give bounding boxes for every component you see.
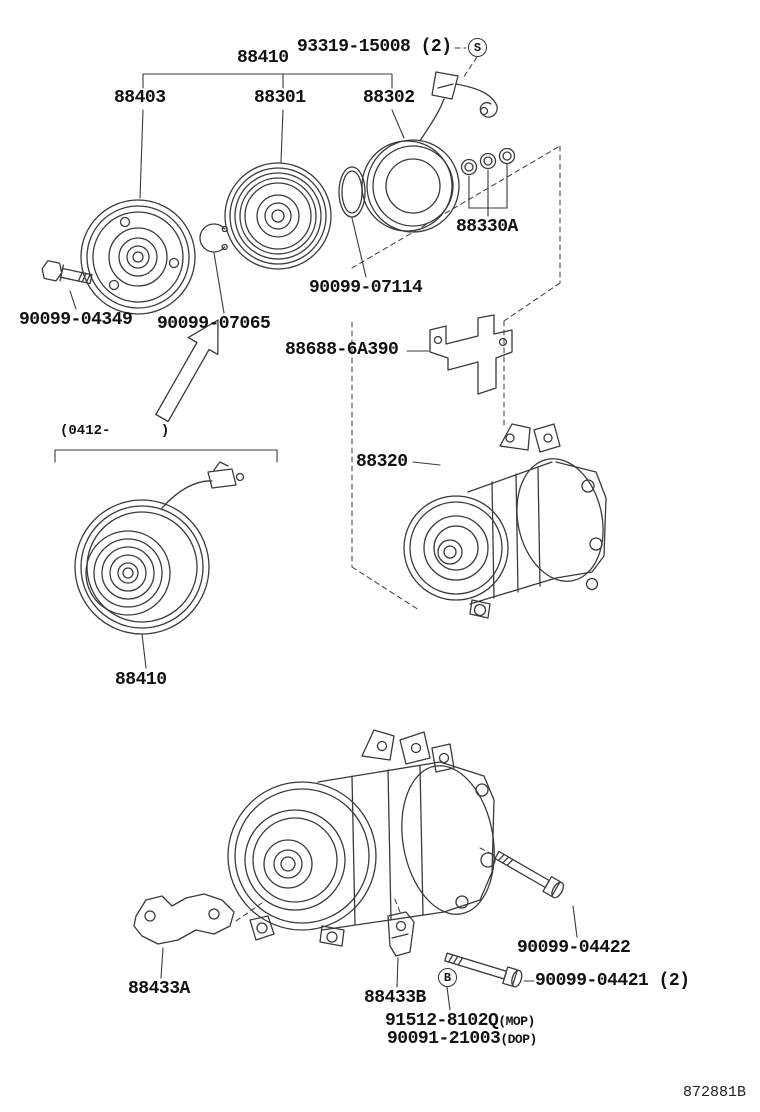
leader-lines [69, 109, 578, 1011]
part-label-88433A: 88433A [128, 979, 190, 999]
part-label-91512-8102Q: 91512-8102Q(MOP) [385, 1011, 535, 1032]
bolt-04349-drawing [41, 260, 93, 285]
drawing-number: 872881B [683, 1084, 747, 1101]
part-number-text: 90091-21003 [387, 1029, 501, 1049]
bracket-88433A-drawing [133, 893, 235, 945]
bolt-04422-drawing [494, 850, 565, 899]
part-label-90099-04421: 90099-04421 (2) [535, 971, 690, 991]
part-label-88302: 88302 [363, 88, 415, 108]
spec-suffix-dop: (DOP) [500, 1032, 537, 1047]
snap-ring-07065-drawing [199, 223, 228, 253]
part-label-90099-04422: 90099-04422 [517, 938, 631, 958]
part-label-88410-bottom: 88410 [115, 670, 167, 690]
bracket-88688-drawing [429, 314, 513, 395]
part-label-88301: 88301 [254, 88, 306, 108]
date-range-bracket [54, 449, 278, 463]
part-label-88320: 88320 [356, 452, 408, 472]
part-label-90099-07114: 90099-07114 [309, 278, 423, 298]
part-label-90099-07065: 90099-07065 [157, 314, 271, 334]
part-label-88433B: 88433B [364, 988, 426, 1008]
callout-bracket-88410 [142, 73, 393, 89]
compressor-88320-drawing [403, 423, 607, 619]
compressor-assembly-bottom-drawing [227, 729, 496, 947]
pulley-88410-drawing [74, 461, 245, 635]
coil-88302-drawing [361, 71, 498, 233]
part-label-88410-top: 88410 [237, 48, 289, 68]
snap-ring-07114-drawing [338, 166, 366, 218]
bolt-marker-b: B [438, 968, 457, 987]
part-label-90091-21003: 90091-21003(DOP) [387, 1029, 537, 1050]
part-label-93319-15008: 93319-15008 (2) [297, 37, 452, 57]
clutch-plate-88403-drawing [80, 199, 196, 315]
part-label-88330A: 88330A [456, 217, 518, 237]
ring-set-88330A-drawing [460, 147, 516, 176]
part-label-90099-04349: 90099-04349 [19, 310, 133, 330]
part-number-text: 91512-8102Q [385, 1011, 499, 1031]
bracket-88433B-drawing [387, 911, 415, 957]
bolt-04421-drawing [444, 952, 523, 988]
assembly-arrow [155, 319, 219, 423]
date-range-label: (0412- ) [60, 423, 170, 439]
spec-suffix-mop: (MOP) [498, 1014, 535, 1029]
rotor-88301-drawing [224, 162, 332, 270]
part-label-88403: 88403 [114, 88, 166, 108]
screw-marker-s: S [468, 38, 487, 57]
part-label-88688-6A390: 88688-6A390 [285, 340, 399, 360]
